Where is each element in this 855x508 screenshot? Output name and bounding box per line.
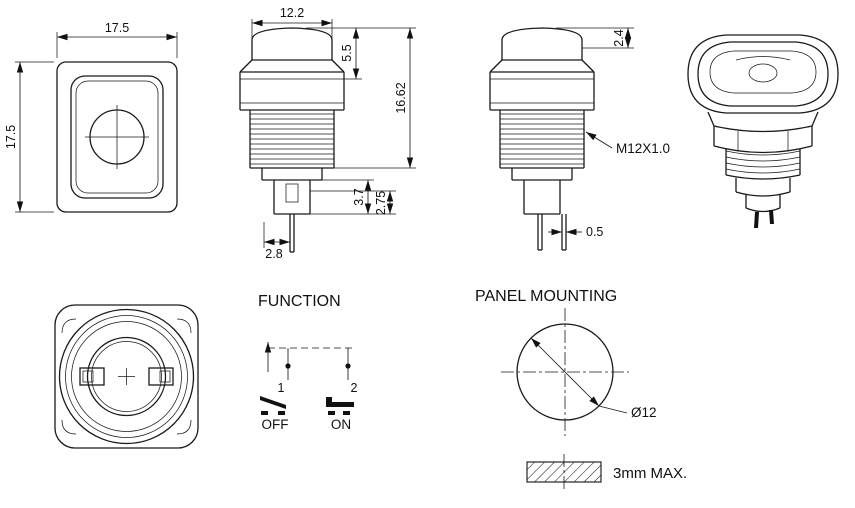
- off-symbol: [260, 396, 286, 415]
- section-view: 12.2 5.5 16.62 3.7 2.75 2.8: [210, 0, 445, 265]
- front-view: 17.5 17.5: [4, 14, 208, 226]
- side-dimensions: 2.4 M12X1.0 0.5: [548, 27, 670, 239]
- dim-front-width: 17.5: [105, 21, 129, 35]
- panel-thickness-label: 3mm MAX.: [613, 465, 687, 482]
- switch-schematic: 1 2: [264, 342, 358, 395]
- dim-pin-width: 0.5: [586, 225, 603, 239]
- panel-mounting-title: PANEL MOUNTING: [475, 288, 617, 305]
- dim-total-height: 16.62: [394, 82, 408, 113]
- side-body: [489, 27, 595, 251]
- thread-spec-label: M12X1.0: [616, 141, 670, 156]
- off-label: OFF: [262, 417, 289, 432]
- terminal-2-label: 2: [351, 381, 358, 395]
- dim-terminal-height: 2.75: [374, 191, 388, 215]
- rear-housing: [54, 304, 199, 449]
- on-label: ON: [331, 417, 351, 432]
- dim-cap-height: 5.5: [340, 44, 354, 61]
- perspective-body: [707, 111, 819, 213]
- front-view-body: [56, 61, 178, 213]
- dim-pin-offset: 2.8: [265, 247, 282, 261]
- dim-front-height: 17.5: [4, 125, 18, 149]
- dim-base-height: 3.7: [352, 188, 366, 205]
- section-dimensions: 12.2 5.5 16.62 3.7 2.75 2.8: [251, 6, 416, 261]
- panel-mounting-diagram: PANEL MOUNTING Ø12 3mm MAX.: [455, 284, 710, 508]
- thread-lines: [500, 113, 584, 165]
- dim-cap-width: 12.2: [280, 6, 304, 20]
- perspective-view: [672, 22, 854, 228]
- terminal-1-label: 1: [278, 381, 285, 395]
- mounting-hole: Ø12: [501, 308, 657, 436]
- dim-bezel-height: 2.4: [612, 29, 626, 46]
- panel-section: 3mm MAX.: [526, 454, 687, 490]
- thread-lines: [250, 113, 334, 165]
- function-diagram: FUNCTION 1 2 OFF: [242, 292, 417, 442]
- perspective-pins: [754, 210, 774, 228]
- on-symbol: [326, 397, 354, 415]
- function-title: FUNCTION: [258, 293, 341, 310]
- perspective-cap: [687, 34, 839, 114]
- section-body: [239, 27, 345, 253]
- front-view-dimensions: 17.5 17.5: [4, 21, 178, 213]
- rear-view: [40, 297, 220, 455]
- side-view: 2.4 M12X1.0 0.5: [460, 0, 695, 265]
- hole-diameter-label: Ø12: [631, 405, 657, 420]
- rear-terminals: [79, 367, 174, 386]
